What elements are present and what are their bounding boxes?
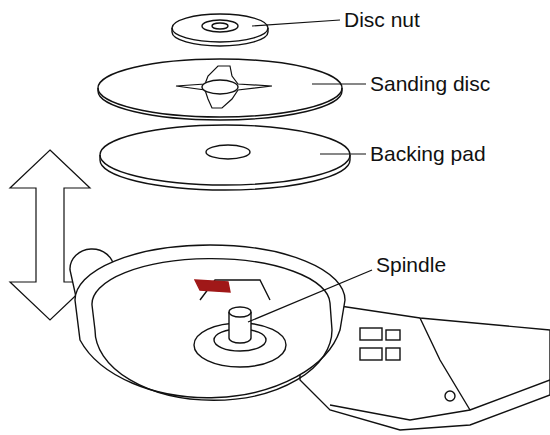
- backing-pad-edge: [100, 155, 350, 190]
- leader-line: [320, 153, 366, 154]
- leader-line: [312, 83, 366, 84]
- drawing-part: [10, 14, 550, 430]
- disc-nut-hole: [212, 23, 228, 29]
- part-label: Sanding disc: [370, 73, 490, 94]
- drawing-part: [248, 20, 372, 322]
- body-vent: [386, 330, 400, 340]
- guard-inner: [92, 303, 332, 400]
- leader-line: [248, 270, 372, 322]
- guard-rim: [92, 259, 330, 305]
- body-vent: [360, 328, 382, 340]
- body-line: [420, 318, 470, 410]
- disc-nut-hub: [202, 20, 238, 32]
- spindle-top: [229, 307, 251, 317]
- leader-line: [252, 20, 340, 26]
- part-label: Disc nut: [344, 9, 420, 30]
- backing-pad-hole: [206, 145, 250, 159]
- body-line: [330, 380, 550, 420]
- disc-center: [202, 80, 238, 94]
- disc-nut-flange: [172, 14, 268, 42]
- disc-cross-slot: [176, 66, 272, 108]
- backing-pad: [100, 125, 350, 185]
- sanding-disc: [98, 59, 342, 117]
- guard-logo: [195, 280, 230, 292]
- body-vent: [360, 348, 382, 360]
- part-label: Spindle: [376, 254, 446, 275]
- lock-button: [445, 391, 455, 401]
- part-label: Backing pad: [370, 143, 486, 164]
- body-vent: [386, 348, 400, 360]
